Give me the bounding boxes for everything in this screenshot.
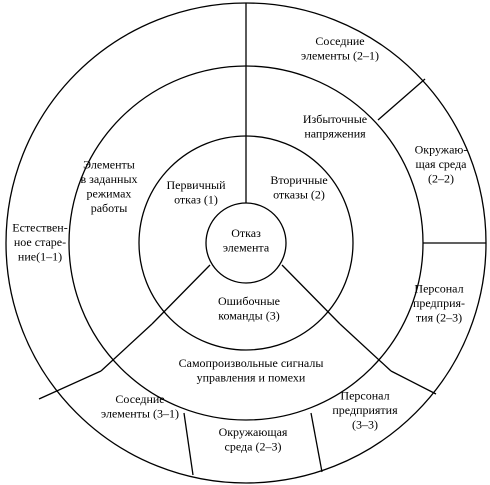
specified-modes-label-line-3: режимах [87,186,132,200]
personnel-2-3-label-line-3: тия (2–3) [416,311,462,325]
adjacent-elements-3-1-label-line-1: Соседние [115,392,164,406]
center-label-line-2: элемента [223,240,270,254]
divider-middle-lower-right [339,323,392,372]
natural-aging-label-line-2: ное старе- [14,235,66,249]
personnel-3-3-label-line-1: Персонал [340,389,389,403]
divider-middle-lower-left [100,323,153,372]
overvoltage-label-line-1: Избыточные [303,112,367,126]
environment-2-2-label-line-2: щая среда [415,157,467,171]
environment-2-3-label-line-1: Окружающая [219,425,288,439]
divider-outer-bottom-right [310,412,323,473]
natural-aging-label: Естествен-ное старе-ние(1–1) [12,221,67,264]
divider-outer-bottom-left [183,412,194,476]
personnel-3-3-label-line-3: (3–3) [352,418,378,432]
personnel-2-3-label-line-2: предприя- [413,296,465,310]
secondary-failures-label-line-2: отказы (2) [273,187,325,201]
personnel-2-3-label-line-1: Персонал [414,282,463,296]
divider-outer-upper-right [377,78,426,121]
adjacent-elements-3-1-label-line-2: элементы (3–1) [101,406,179,420]
divider-outer-lower-right [390,370,437,395]
divider-inner-lower-left [151,264,211,325]
natural-aging-label-line-3: ние(1–1) [18,250,62,264]
overvoltage-label-line-2: напряжения [304,126,366,140]
divider-inner-lower-right [281,264,341,325]
specified-modes-label-line-2: в заданных [80,172,137,186]
natural-aging-label-line-1: Естествен- [12,221,67,235]
environment-2-2-label-line-1: Окружаю- [415,143,468,157]
divider-outer-lower-left [38,370,102,400]
adjacent-elements-2-1-label-line-1: Соседние [315,34,364,48]
specified-modes-label-line-1: Элементы [83,157,135,171]
environment-2-2-label: Окружаю-щая среда(2–2) [415,143,468,186]
primary-failure-label-line-2: отказ (1) [174,192,218,206]
erroneous-commands-label-line-1: Ошибочные [218,294,280,308]
personnel-3-3-label-line-2: предприятия [332,403,398,417]
center-label-line-1: Отказ [231,226,261,240]
environment-2-3-label-line-2: среда (2–3) [225,439,282,453]
environment-2-2-label-line-3: (2–2) [428,172,454,186]
secondary-failures-label-line-1: Вторичные [270,173,327,187]
erroneous-commands-label-line-2: команды (3) [218,308,279,322]
spontaneous-signals-label-line-2: управления и помехи [197,370,306,384]
specified-modes-label-line-4: работы [91,201,128,215]
adjacent-elements-2-1-label-line-2: элементы (2–1) [301,48,379,62]
spontaneous-signals-label-line-1: Самопроизвольные сигналы [179,356,324,370]
primary-failure-label-line-1: Первичный [166,178,226,192]
